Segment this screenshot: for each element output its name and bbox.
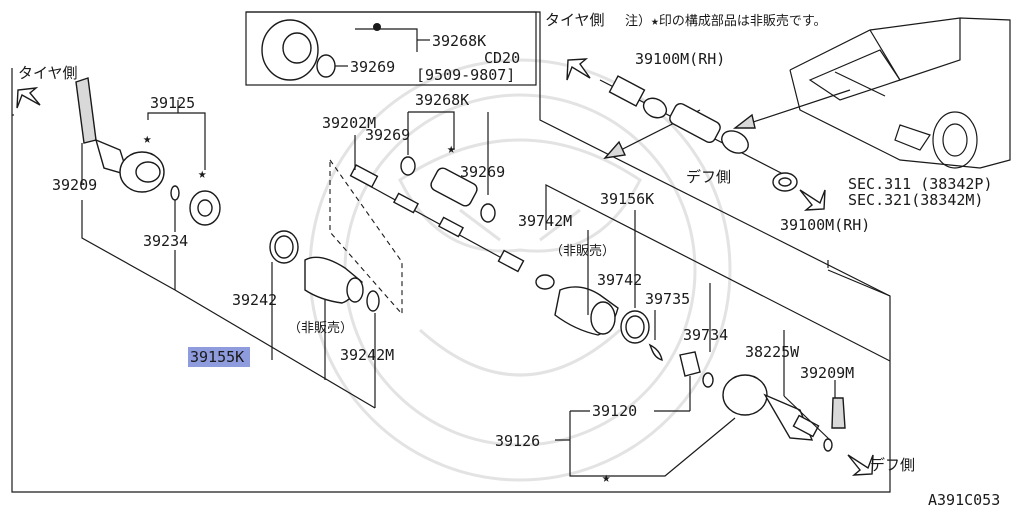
label-39234: 39234	[143, 232, 188, 250]
watermark-emblem	[308, 58, 732, 482]
label-cd20: CD20	[484, 49, 520, 67]
direction-arrows	[16, 58, 874, 476]
label-39742M: 39742M	[518, 212, 572, 230]
label-39734: 39734	[683, 326, 728, 344]
label-tire-side-left: タイヤ側	[18, 64, 78, 82]
label-39120: 39120	[592, 402, 637, 420]
star-mark: ★	[447, 141, 456, 157]
arrow-diff-bottom	[847, 454, 874, 476]
inner-joint-group: ★	[555, 260, 891, 486]
label-39742: 39742	[597, 271, 642, 289]
shaft-assembly-top	[599, 75, 798, 192]
inner-boot-group	[535, 184, 891, 362]
star-mark: ★	[143, 131, 152, 147]
label-39242M: 39242M	[340, 346, 394, 364]
outer-joint-group: ★ ★	[12, 77, 221, 291]
car-illustration	[789, 17, 1011, 169]
outer-boot-group	[174, 230, 380, 409]
label-not-for-sale-2: （非販売）	[550, 243, 615, 259]
label-39268K-top: 39268K	[432, 32, 486, 50]
label-sec311: SEC.311 (38342P)	[848, 175, 993, 193]
star-mark: ★	[602, 470, 611, 486]
part-highlight	[188, 347, 250, 367]
label-cd20-range: [9509-9807]	[416, 66, 515, 84]
label-39100M-top: 39100M(RH)	[635, 50, 725, 68]
label-diff-side-top: デフ側	[686, 168, 731, 186]
label-39209-left: 39209	[52, 176, 97, 194]
label-39156K: 39156K	[600, 190, 654, 208]
inset-parts	[261, 19, 430, 81]
label-not-for-sale-1: （非販売）	[288, 320, 353, 336]
label-39100M-rh: 39100M(RH)	[780, 216, 870, 234]
label-38225W: 38225W	[745, 343, 800, 361]
label-39125: 39125	[150, 94, 195, 112]
label-diff-side-bottom: デフ側	[870, 456, 915, 474]
label-39126: 39126	[495, 432, 540, 450]
label-39155K: 39155K	[190, 348, 244, 366]
label-39269-a: 39269	[365, 126, 410, 144]
label-sec321: SEC.321(38342M)	[848, 191, 983, 209]
label-diagram-code: A391C053	[928, 491, 1000, 509]
label-39735: 39735	[645, 290, 690, 308]
label-39202M: 39202M	[322, 114, 376, 132]
label-39268K: 39268K	[415, 91, 469, 109]
label-note: 注）★印の構成部品は非販売です。	[625, 13, 827, 29]
label-39269-b: 39269	[460, 163, 505, 181]
arrow-tire-right	[566, 58, 591, 81]
label-39209M: 39209M	[800, 364, 854, 382]
arrow-sec	[799, 189, 826, 211]
labels: タイヤ側 タイヤ側 注）★印の構成部品は非販売です。 39268K 39269 …	[18, 11, 1000, 509]
shaft-39202M-group: ★	[329, 111, 525, 316]
label-39242: 39242	[232, 291, 277, 309]
label-39269-top: 39269	[350, 58, 395, 76]
label-tire-side-right: タイヤ側	[545, 11, 605, 29]
frame-lines	[11, 11, 891, 493]
arrow-tire-left	[16, 87, 41, 109]
star-mark: ★	[198, 166, 207, 182]
